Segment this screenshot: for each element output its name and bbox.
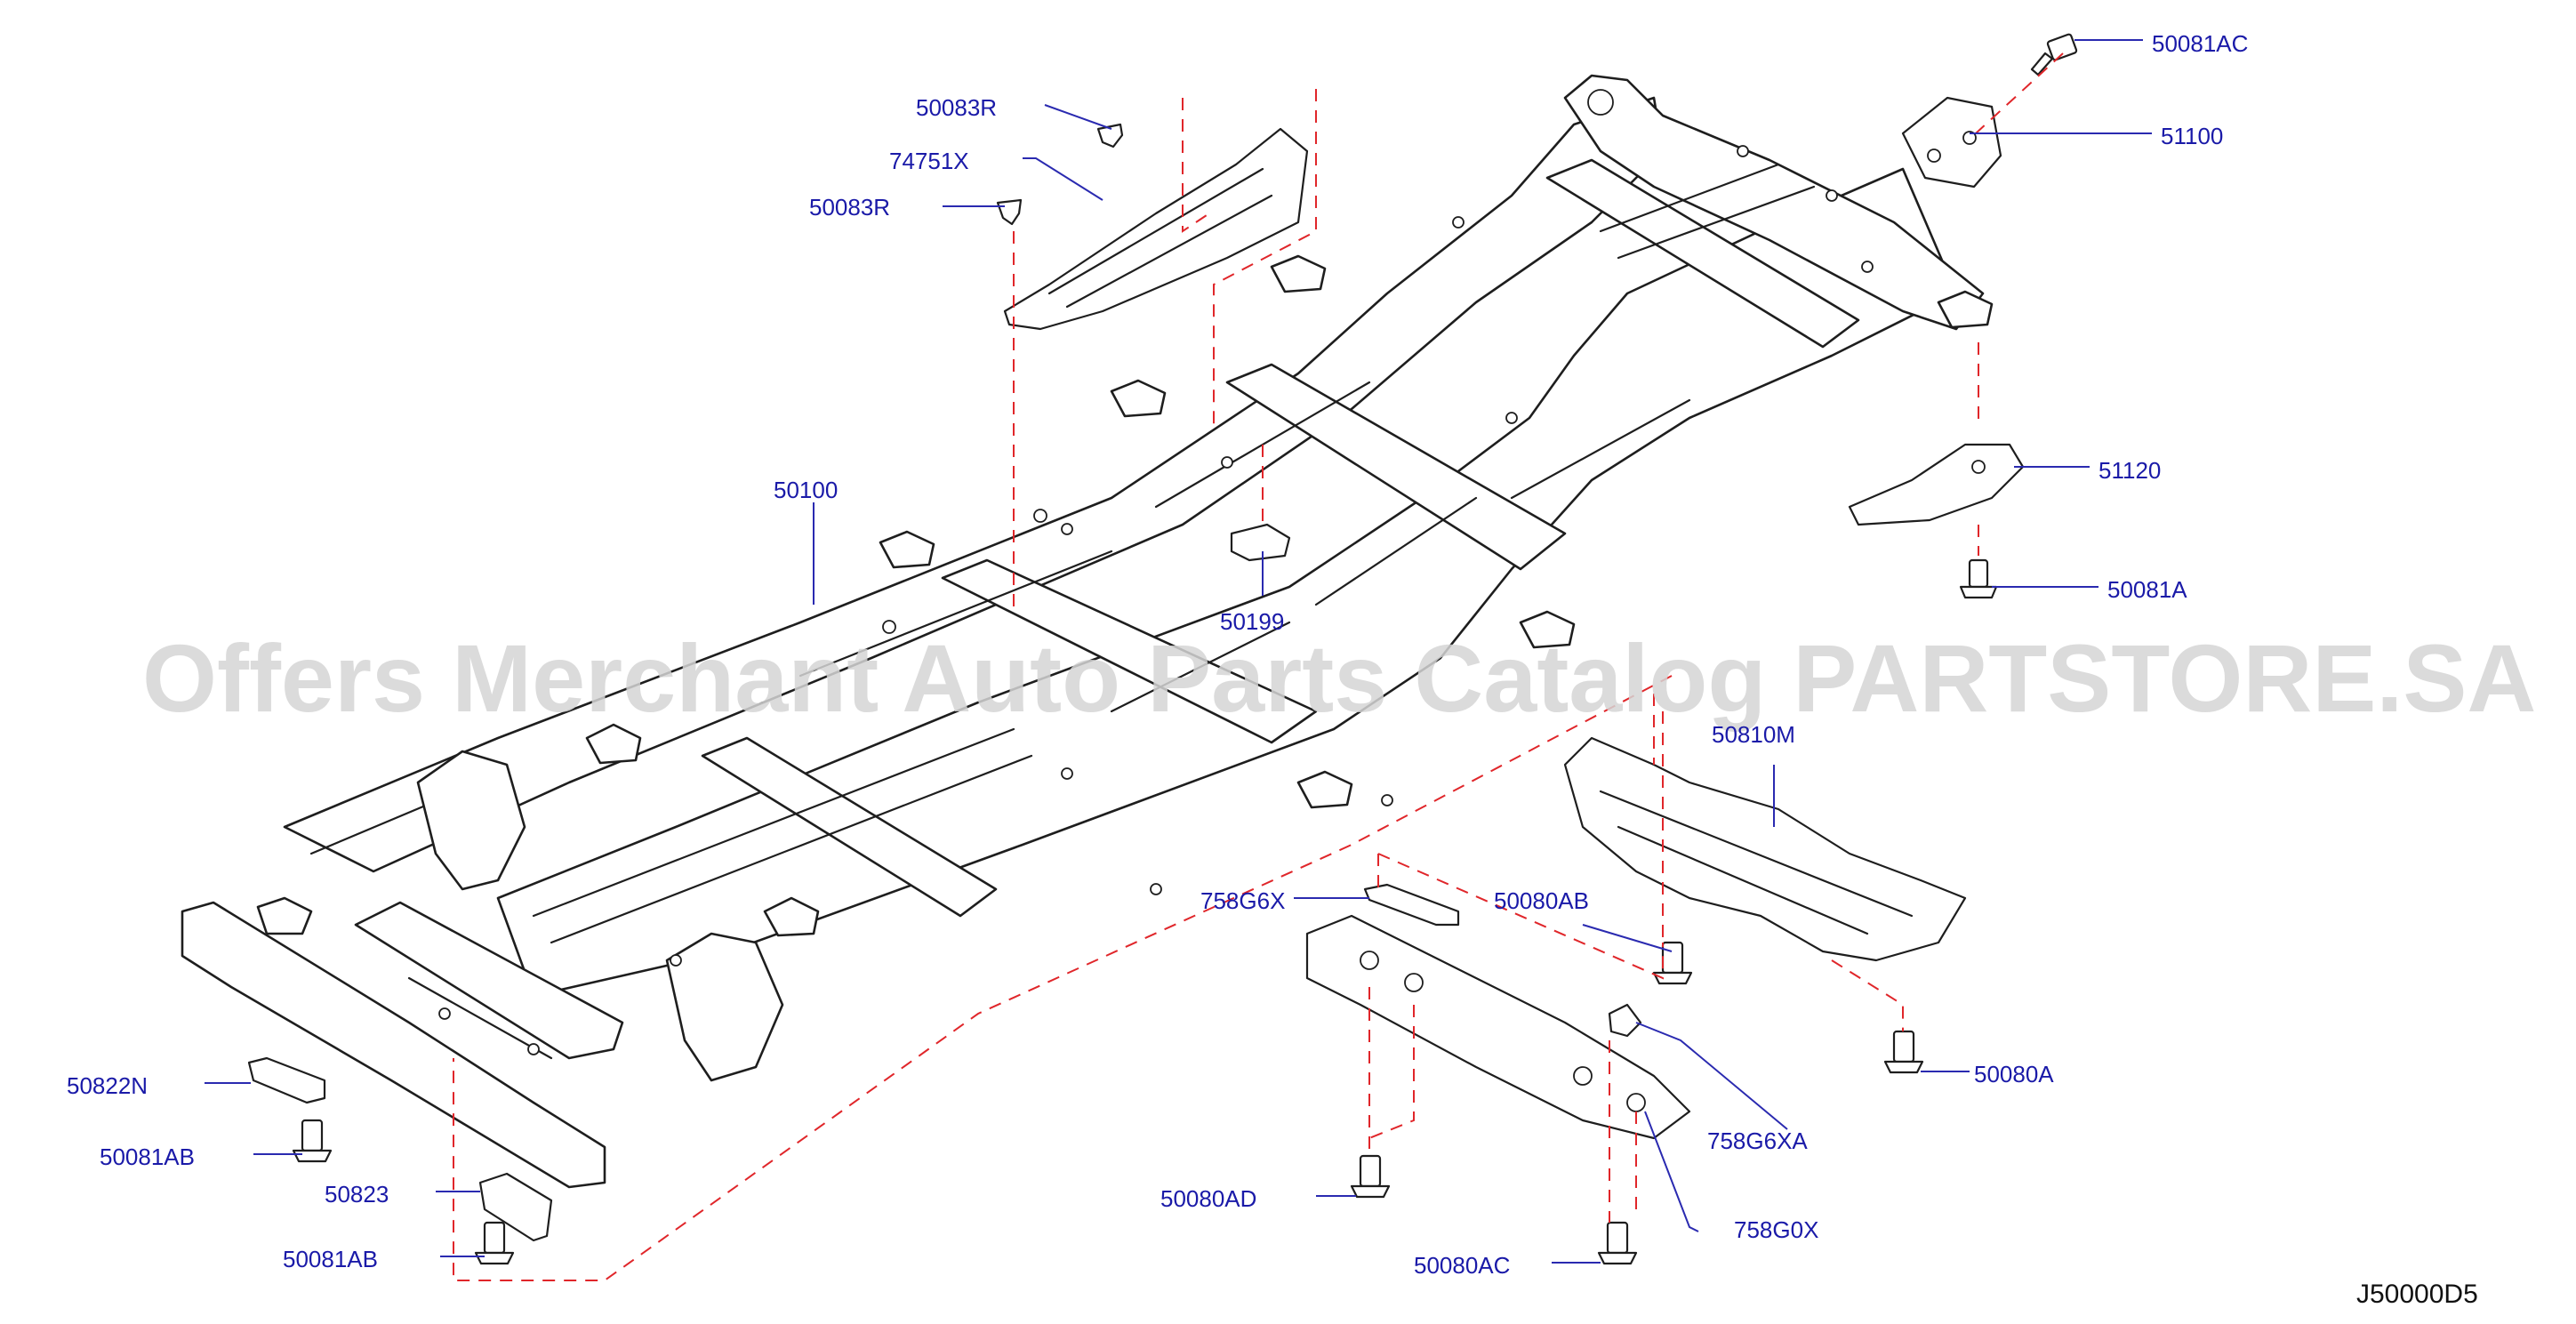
diagram-code: J50000D5 [2356, 1280, 2478, 1309]
label-50100[interactable]: 50100 [774, 477, 838, 503]
label-50080AC[interactable]: 50080AC [1414, 1252, 1510, 1279]
under-cover-50810M[interactable] [1563, 736, 1967, 962]
mount-bracket-i [1937, 290, 1994, 329]
bolt-50081AC[interactable] [2030, 33, 2078, 76]
label-51100[interactable]: 51100 [2161, 123, 2223, 149]
crossmember-plate-758G0X[interactable] [1305, 914, 1691, 1140]
left-suspension-tower [416, 750, 526, 891]
label-50810M[interactable]: 50810M [1712, 721, 1795, 748]
label-50081AB-bottom[interactable]: 50081AB [283, 1246, 378, 1272]
pad-50199[interactable] [1230, 523, 1291, 562]
bolt-50081A[interactable] [1959, 558, 1998, 599]
label-758G0X[interactable]: 758G0X [1734, 1216, 1818, 1243]
bolt-50080A[interactable] [1883, 1030, 1924, 1074]
label-50080A[interactable]: 50080A [1974, 1061, 2054, 1087]
bracket-50823[interactable] [478, 1172, 553, 1242]
label-50083R-top[interactable]: 50083R [916, 94, 997, 121]
mount-bracket-g [1296, 770, 1353, 809]
label-758G6XA[interactable]: 758G6XA [1707, 1127, 1808, 1154]
part-labels: 50081AC 51100 50083R 74751X 50083R 50100… [67, 30, 2248, 1279]
mount-bracket-b [585, 723, 642, 765]
label-758G6X[interactable]: 758G6X [1200, 887, 1285, 914]
watermark-text: Offers Merchant Auto Parts Catalog PARTS… [142, 624, 2536, 732]
label-50822N[interactable]: 50822N [67, 1072, 148, 1099]
bracket-50822N[interactable] [247, 1056, 326, 1104]
ladder-frame-50100[interactable] [181, 74, 1994, 1189]
label-50083R-mid[interactable]: 50083R [809, 194, 890, 221]
frame-holes [438, 89, 1874, 1055]
mount-bracket-c [763, 896, 820, 937]
cross-member-5 [1545, 158, 1860, 349]
bracket-51120[interactable] [1848, 443, 2025, 526]
bolt-50081AB-upper[interactable] [292, 1119, 333, 1163]
label-50081AC[interactable]: 50081AC [2152, 30, 2248, 57]
label-50199[interactable]: 50199 [1220, 608, 1284, 635]
label-50081AB-top[interactable]: 50081AB [100, 1143, 195, 1170]
label-50080AD[interactable]: 50080AD [1160, 1185, 1256, 1212]
clip-50083R-top[interactable] [1096, 123, 1124, 148]
callout-leaders [205, 39, 2152, 1264]
cross-member-1 [354, 901, 624, 1060]
label-51120[interactable]: 51120 [2099, 457, 2161, 484]
label-74751X[interactable]: 74751X [889, 148, 969, 174]
right-suspension-tower [665, 932, 784, 1082]
mount-bracket-a [256, 896, 313, 935]
mount-bracket-h [1519, 610, 1576, 649]
label-50823[interactable]: 50823 [325, 1181, 389, 1208]
cross-member-3 [941, 558, 1318, 744]
front-cross-beam [181, 901, 606, 1189]
mount-bracket-d [879, 530, 935, 569]
bolt-50080AD[interactable] [1350, 1154, 1391, 1199]
heat-shield-74751X[interactable] [1003, 127, 1309, 331]
bolt-50080AC[interactable] [1597, 1221, 1638, 1265]
label-50080AB[interactable]: 50080AB [1494, 887, 1589, 914]
mount-bracket-e [1110, 379, 1167, 418]
label-50081A[interactable]: 50081A [2107, 576, 2187, 603]
clip-50083R-mid[interactable] [996, 198, 1023, 226]
bracket-758G6X[interactable] [1363, 883, 1460, 927]
bracket-51100[interactable] [1901, 96, 2002, 189]
bracket-758G6XA[interactable] [1608, 1003, 1642, 1038]
mount-bracket-f [1270, 254, 1327, 293]
assembly-guide-lines [453, 52, 2064, 1281]
bolt-50081AB-lower[interactable] [474, 1221, 515, 1265]
